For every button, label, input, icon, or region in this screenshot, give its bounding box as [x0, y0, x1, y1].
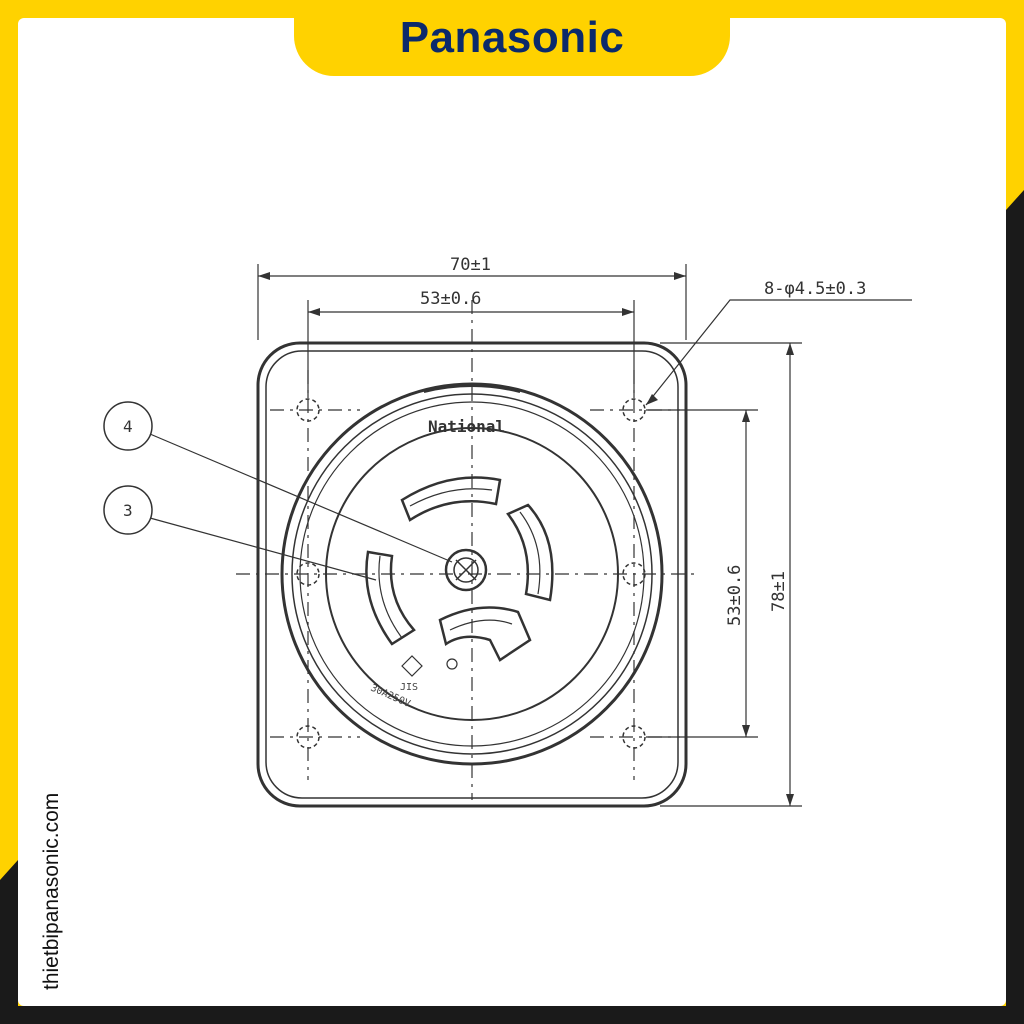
- dim-overall-width: 70±1: [450, 255, 491, 275]
- callout-bubble-4: [103, 401, 153, 451]
- dim-hole-spec: 8-φ4.5±0.3: [764, 279, 866, 299]
- face-mark-cert: JIS: [400, 682, 418, 693]
- brand-logo: Panasonic: [399, 13, 625, 62]
- mounting-hole: [296, 398, 320, 422]
- dim-hole-spacing-h: 53±0.6: [420, 289, 481, 309]
- center-screw: [444, 548, 488, 592]
- mounting-hole: [622, 562, 646, 586]
- receptacle-outer-ring: [280, 382, 664, 766]
- mounting-hole: [296, 562, 320, 586]
- callout-leader-4: [149, 433, 453, 563]
- contact-slot-right: [506, 503, 554, 602]
- callout-leader-3: [149, 517, 377, 581]
- callout-label-3: 3: [123, 501, 133, 520]
- hole-spec-leader: [645, 299, 912, 406]
- callout-label-4: 4: [123, 417, 133, 436]
- mounting-hole: [622, 398, 646, 422]
- mounting-hole: [622, 725, 646, 749]
- contact-slot-top: [400, 476, 502, 522]
- mounting-hole: [296, 725, 320, 749]
- receptacle-face: [325, 427, 619, 721]
- contact-slot-bottom-ground: [438, 606, 532, 662]
- callout-bubble-3: [103, 485, 153, 535]
- face-mark-maker: National: [428, 417, 505, 436]
- dim-hole-spacing-v: 53±0.6: [725, 565, 745, 626]
- dim-overall-height: 78±1: [769, 571, 789, 612]
- logo-tab: Panasonic: [294, 0, 730, 76]
- contact-slot-left: [365, 550, 416, 646]
